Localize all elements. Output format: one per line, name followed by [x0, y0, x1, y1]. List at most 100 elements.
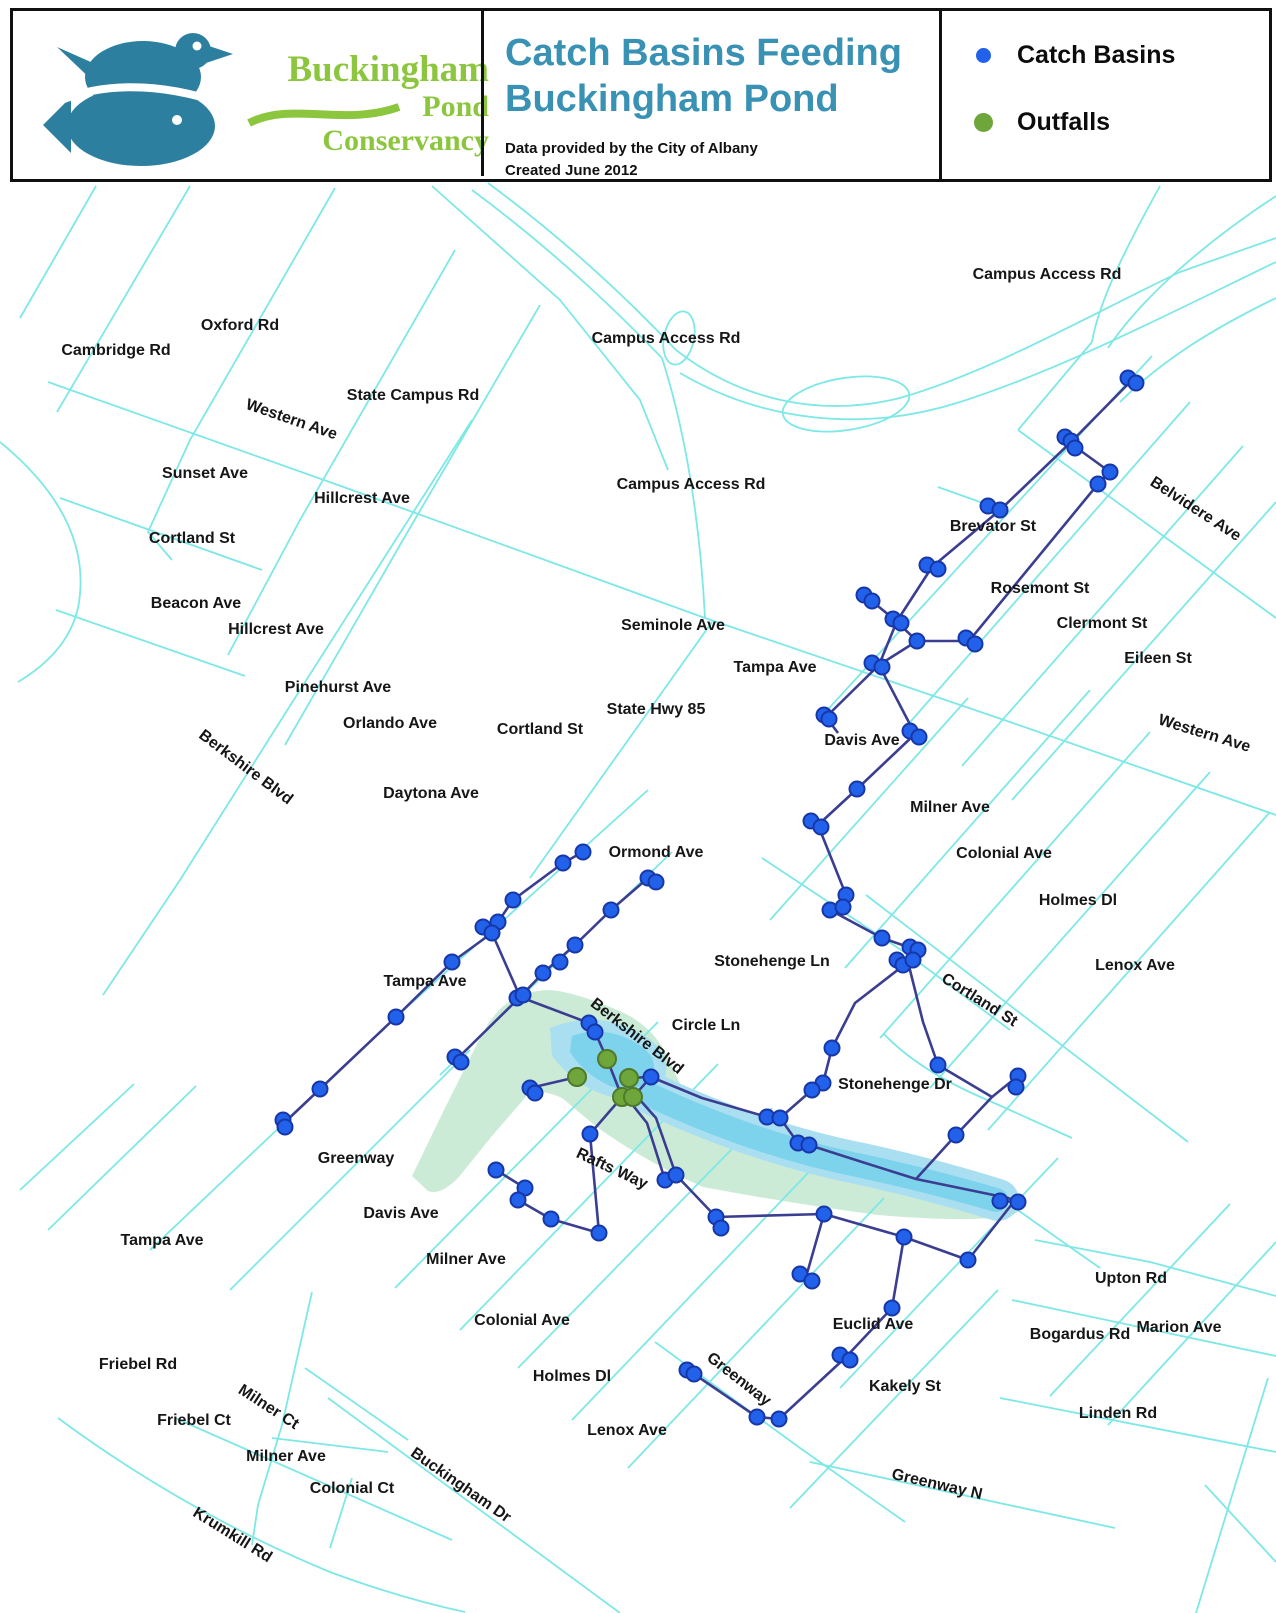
street-line — [284, 304, 541, 746]
street-line — [327, 1397, 621, 1613]
street-line — [174, 1417, 453, 1541]
street-line — [679, 261, 1276, 421]
street-label: Friebel Ct — [157, 1412, 231, 1429]
catch-basin-dot — [483, 924, 501, 942]
street-label: Buckingham Dr — [407, 1444, 514, 1526]
street-line — [987, 811, 1271, 1131]
street-label: Holmes Dl — [1039, 892, 1117, 909]
street-line — [19, 1083, 135, 1191]
street-label: Holmes Dl — [533, 1368, 611, 1385]
street-line — [961, 445, 1244, 767]
street-label: State Hwy 85 — [607, 701, 706, 718]
street-line — [102, 419, 473, 996]
street-label: Milner Ct — [235, 1381, 302, 1433]
street-line — [1049, 1203, 1231, 1397]
catch-basin-dot — [883, 1299, 901, 1317]
street-line — [1195, 1377, 1269, 1613]
catch-basin-dot — [848, 780, 866, 798]
catch-basin-dot — [581, 1125, 599, 1143]
outfall-dot — [619, 1068, 639, 1088]
outfalls-layer — [567, 1049, 643, 1107]
street-line — [865, 894, 1189, 1143]
street-label: Tampa Ave — [384, 973, 467, 990]
street-line — [1107, 195, 1276, 349]
street-label: Clermont St — [1057, 615, 1148, 632]
street-label: Pinehurst Ave — [285, 679, 392, 696]
street-line — [59, 497, 263, 571]
street-line — [19, 185, 97, 319]
street-line — [769, 697, 969, 921]
catch-basin-dot — [803, 1272, 821, 1290]
street-line — [47, 1085, 197, 1231]
storm-pipe — [457, 996, 521, 1059]
street-label: Greenway — [703, 1349, 774, 1410]
street-line — [654, 1341, 906, 1523]
catch-basin-dot — [991, 501, 1009, 519]
street-label: Davis Ave — [363, 1205, 438, 1222]
street-label: State Campus Rd — [347, 387, 479, 404]
legend: Catch Basins Outfalls — [939, 8, 1272, 182]
street-label: Sunset Ave — [162, 465, 248, 482]
street-line — [1017, 429, 1276, 619]
storm-pipes — [283, 379, 1133, 1421]
street-label: Krumkill Rd — [190, 1504, 275, 1566]
catch-basin-dot — [590, 1224, 608, 1242]
catch-basin-dot — [1101, 463, 1119, 481]
street-label: Berkshire Blvd — [195, 727, 295, 809]
storm-pipe — [906, 961, 994, 1180]
catch-basin-dot — [574, 843, 592, 861]
outfall-dot — [567, 1067, 587, 1087]
street-line — [517, 1107, 773, 1369]
catch-basin-dot — [311, 1080, 329, 1098]
catch-basin-dot — [908, 632, 926, 650]
street-label: Marion Ave — [1136, 1319, 1221, 1336]
catch-basin-dot — [820, 710, 838, 728]
catch-basin-dot — [667, 1166, 685, 1184]
catch-basin-dot — [947, 1126, 965, 1144]
catch-basin-dot — [1009, 1193, 1027, 1211]
street-line — [1204, 1484, 1276, 1563]
storm-pipe — [639, 1099, 678, 1176]
catch-basin-dot — [647, 873, 665, 891]
org-logo-duck-fish-icon — [41, 21, 251, 171]
street-label: Greenway N — [890, 1466, 984, 1503]
street-line — [661, 357, 706, 619]
street-label: Colonial Ave — [474, 1312, 570, 1329]
street-label: Greenway — [318, 1150, 395, 1167]
street-line — [55, 609, 246, 677]
street-line — [675, 237, 1276, 407]
credit-line1: Data provided by the City of Albany — [505, 140, 758, 158]
storm-pipe — [675, 1174, 1014, 1262]
catch-basin-dot — [823, 1039, 841, 1057]
street-line — [1091, 185, 1161, 343]
header-divider — [481, 8, 484, 176]
catch-basin-dot — [452, 1053, 470, 1071]
street-label: Stonehenge Dr — [838, 1076, 952, 1093]
street-line — [487, 182, 677, 351]
catch-basin-dot — [514, 986, 532, 1004]
street-line — [471, 189, 663, 359]
catch-basin-dot — [534, 964, 552, 982]
org-name-line3: Conservancy — [322, 123, 489, 157]
street-line — [0, 441, 82, 683]
map-credit: Data provided by the City of Albany Crea… — [505, 138, 935, 182]
street-line — [251, 1291, 313, 1546]
street-label: Bogardus Rd — [1030, 1326, 1130, 1343]
org-name-line2: Pond — [422, 90, 489, 124]
catch-basins-layer — [274, 369, 1145, 1428]
catch-basin-dot — [959, 1251, 977, 1269]
street-label: Campus Access Rd — [973, 266, 1122, 283]
outfall-dot — [623, 1087, 643, 1107]
catch-basin-dot — [554, 854, 572, 872]
street-line — [1107, 1241, 1276, 1426]
street-line — [1017, 341, 1093, 431]
street-label: Hillcrest Ave — [314, 490, 410, 507]
street-label: Rosemont St — [991, 580, 1090, 597]
street-label: Hillcrest Ave — [228, 621, 324, 638]
storm-pipe — [490, 932, 523, 1000]
catch-basin-dot — [685, 1365, 703, 1383]
street-line — [146, 187, 336, 561]
catch-basin-dot — [487, 1161, 505, 1179]
catch-basin-dot — [815, 1205, 833, 1223]
